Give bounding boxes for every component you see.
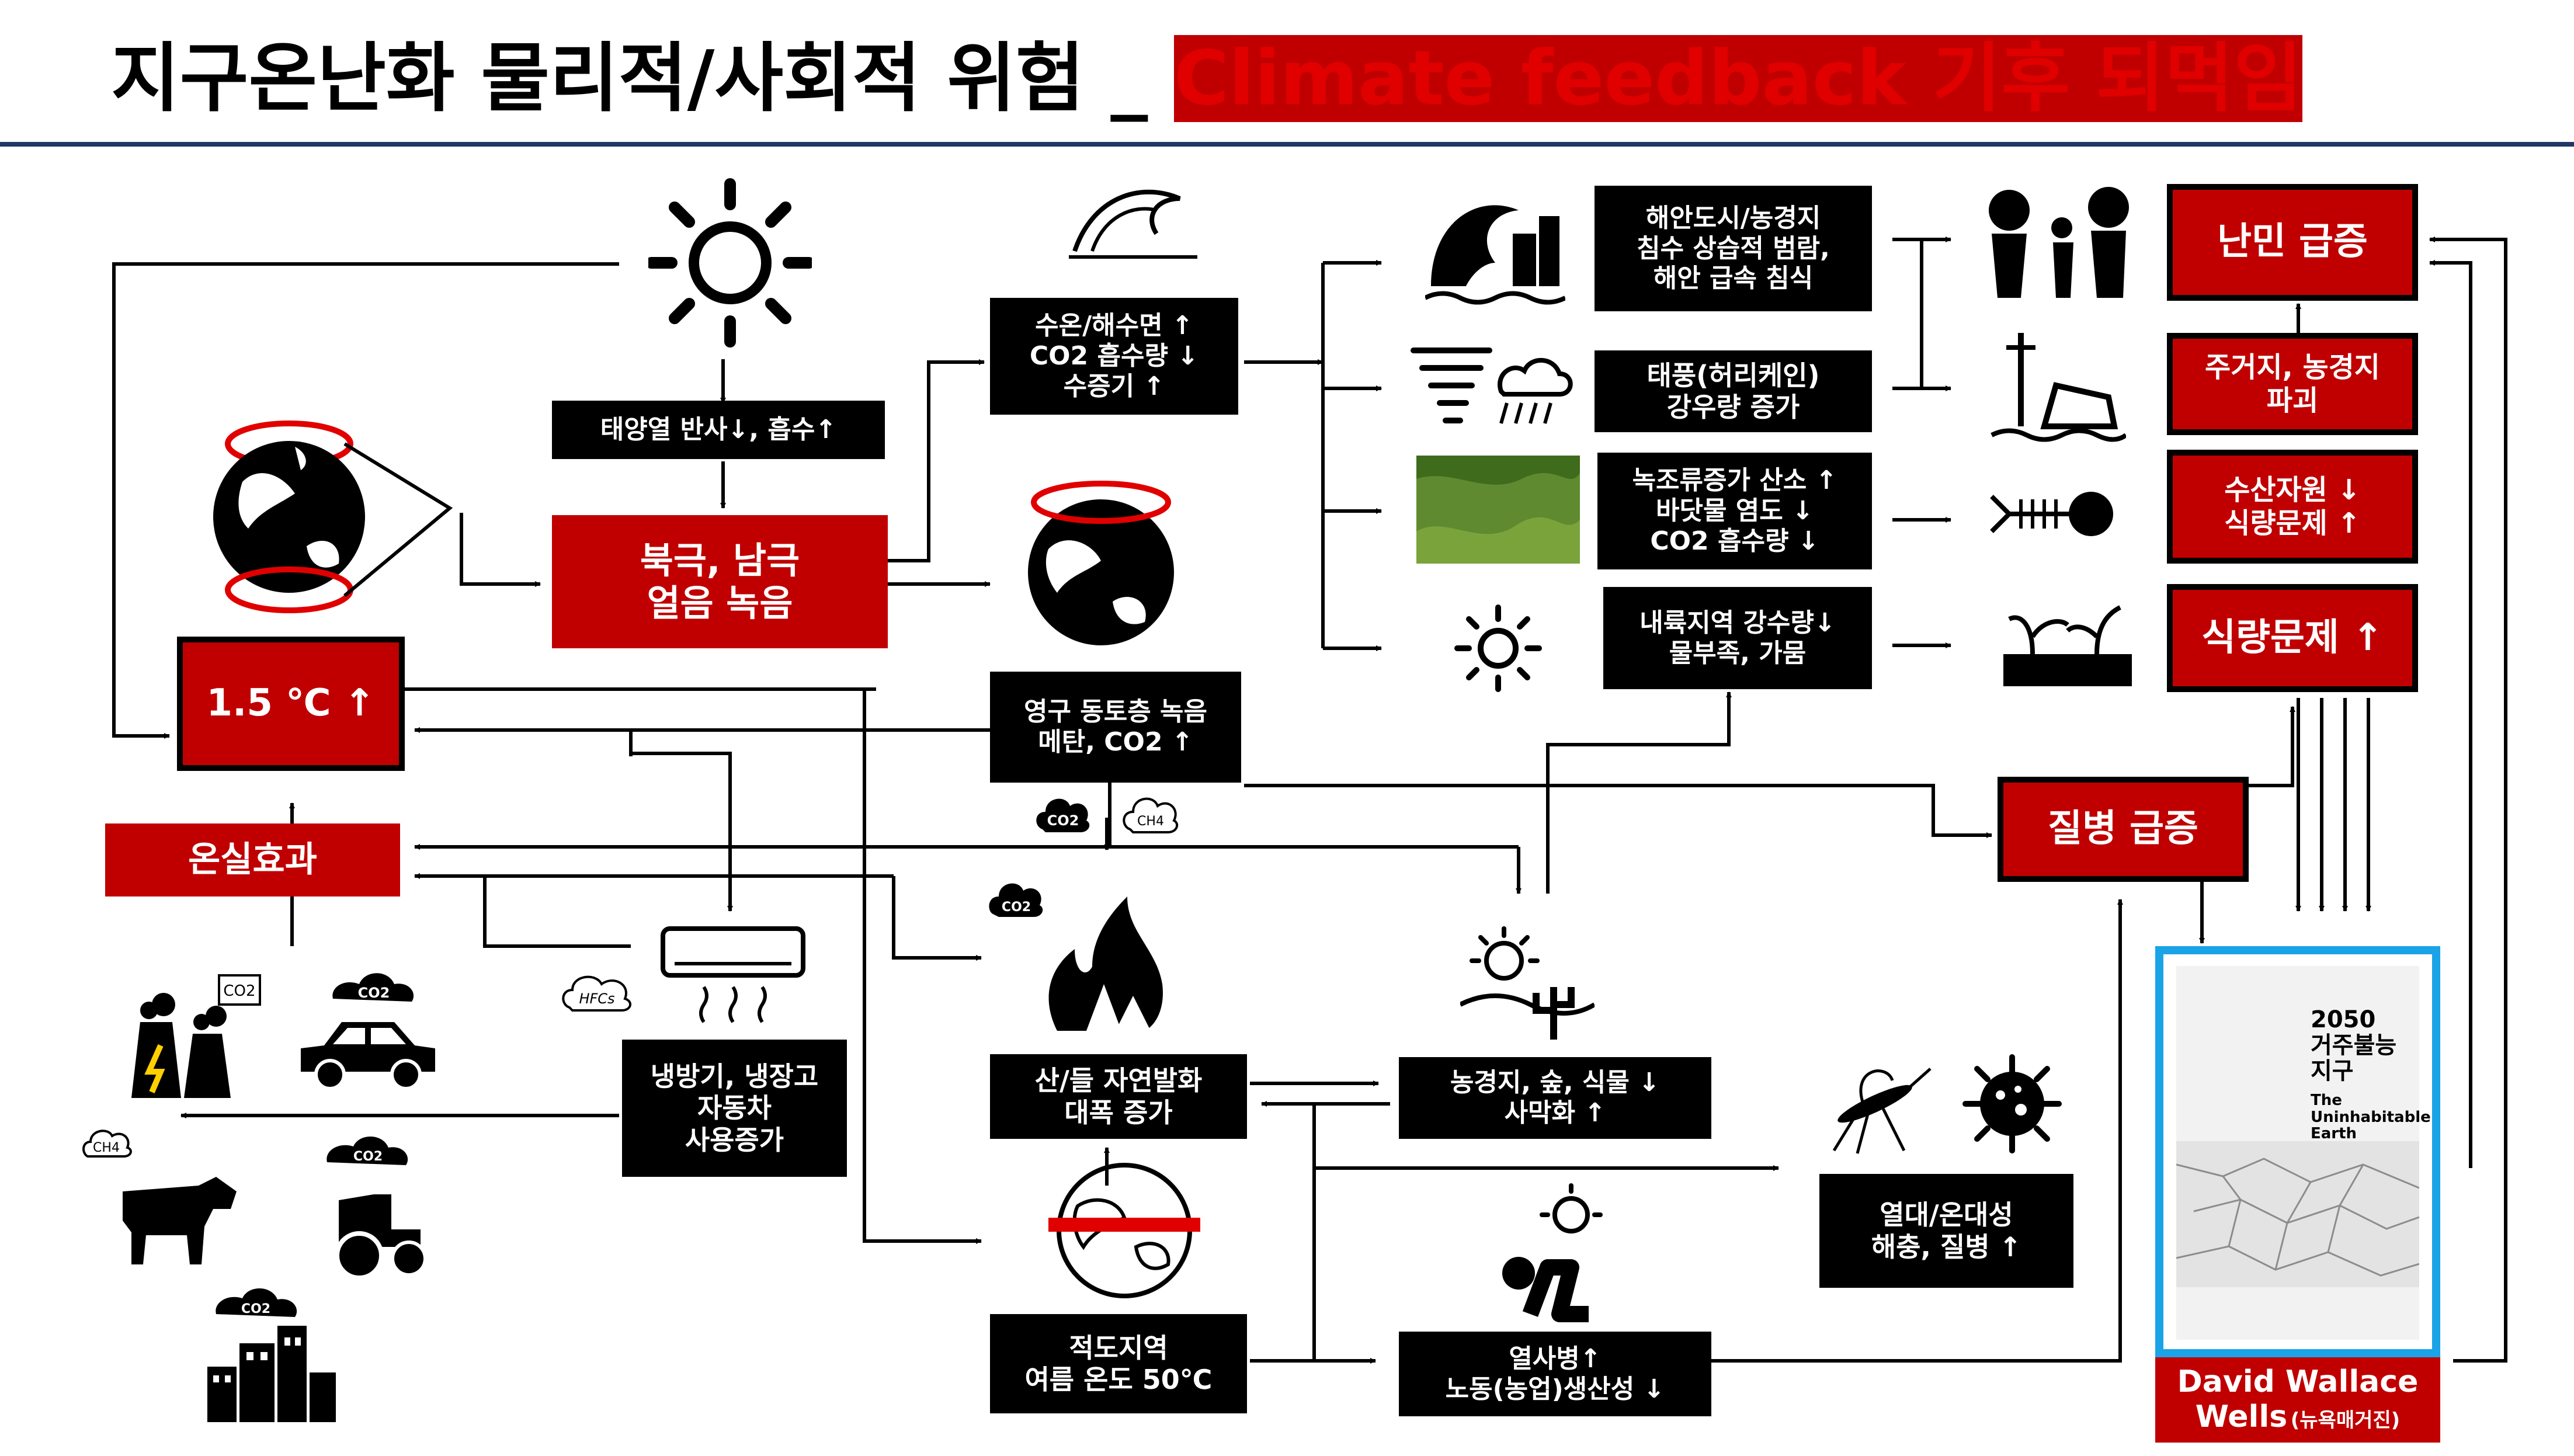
ch4-label: CH4 bbox=[1137, 814, 1164, 829]
ocean-box: 수온/해수면 ↑ CO2 흡수량 ↓ 수증기 ↑ bbox=[990, 298, 1238, 415]
tornado-icon bbox=[1411, 348, 1492, 423]
arrow-permafrost-disease bbox=[1244, 784, 1992, 838]
arrow-globe-polar bbox=[460, 513, 541, 587]
author-line1: David Wallace bbox=[2177, 1364, 2419, 1400]
book-title-ko: 2050 거주불능 지구 bbox=[2311, 1006, 2397, 1085]
book-author: David Wallace Wells (뉴욕매거진) bbox=[2155, 1357, 2440, 1443]
sun-icon bbox=[648, 178, 812, 348]
wildfire-box: 산/들 자연발화 대폭 증가 bbox=[990, 1054, 1247, 1139]
flood-house-icon bbox=[1991, 333, 2126, 442]
arrow-greenhouse-wildfire bbox=[892, 876, 982, 961]
arrow-book-refugee bbox=[2429, 237, 2507, 1363]
factory-icon: CO2 bbox=[131, 974, 261, 1098]
co2-label-city: CO2 bbox=[241, 1302, 270, 1316]
fishery-box: 수산자원 ↓ 식량문제 ↑ bbox=[2167, 450, 2418, 564]
ch4-cloud-icon: CH4 bbox=[1123, 797, 1179, 833]
zoom-lines bbox=[343, 442, 453, 597]
permafrost-box: 영구 동토층 녹음 메탄, CO2 ↑ bbox=[990, 672, 1241, 783]
arrow-to-food bbox=[2103, 706, 2295, 787]
heat-box: 열사병↑ 노동(농업)생산성 ↓ bbox=[1399, 1332, 1711, 1416]
tropical-box: 열대/온대성 해충, 질병 ↑ bbox=[1819, 1174, 2073, 1288]
co2-label-car: CO2 bbox=[358, 985, 390, 1001]
arrow-desert-drought bbox=[1546, 691, 1732, 894]
drought-box: 내륙지역 강수량↓ 물부족, 가뭄 bbox=[1603, 587, 1872, 689]
disease-box: 질병 급증 bbox=[1998, 777, 2249, 882]
arrow-sun-temp bbox=[112, 262, 619, 739]
arrow-right-refugee bbox=[2429, 260, 2472, 1168]
co2-label-fire: CO2 bbox=[1002, 900, 1031, 915]
virus-icon bbox=[1962, 1054, 2062, 1153]
arrow-heat-disease bbox=[1711, 899, 2123, 1363]
ch4-label-cow: CH4 bbox=[93, 1141, 120, 1155]
storm-cloud-icon bbox=[1498, 357, 1573, 424]
city-icon: CO2 bbox=[207, 1288, 336, 1422]
arrow-temp-equator bbox=[403, 687, 982, 1244]
polar-box: 북극, 남극 얼음 녹음 bbox=[552, 515, 888, 648]
greenhouse-box: 온실효과 bbox=[105, 823, 400, 896]
food-box: 식량문제 ↑ bbox=[2167, 584, 2418, 692]
drought-plant-icon bbox=[2003, 605, 2132, 686]
typhoon-box: 태풍(허리케인) 강우량 증가 bbox=[1595, 350, 1872, 432]
air-conditioner-icon bbox=[661, 926, 805, 1023]
co2-label-tractor: CO2 bbox=[353, 1149, 383, 1164]
title-rule bbox=[0, 142, 2574, 147]
wave-icon bbox=[1069, 189, 1197, 259]
author-line2: Wells bbox=[2195, 1399, 2288, 1434]
title-highlight: Climate feedback 기후 되먹임 bbox=[1173, 35, 2302, 122]
temp-box: 1.5 ℃ ↑ bbox=[177, 637, 405, 771]
line-greenhouse-ac bbox=[483, 876, 631, 948]
globe-icon bbox=[213, 421, 365, 613]
globe-ring-icon bbox=[1028, 481, 1174, 645]
arrow-polar-ocean bbox=[888, 359, 985, 562]
hot-globe-icon bbox=[1048, 1163, 1200, 1298]
coastal-box: 해안도시/농경지 침수 상습적 범람, 해안 급속 침식 bbox=[1595, 186, 1872, 311]
refugee-box: 난민 급증 bbox=[2167, 184, 2418, 301]
page-title: 지구온난화 물리적/사회적 위험 _ Climate feedback 기후 되… bbox=[111, 29, 2302, 128]
housing-box: 주거지, 농경지 파괴 bbox=[2167, 333, 2418, 435]
hfcs-cloud-icon: HFCs bbox=[562, 975, 631, 1012]
book-cover: 2050 거주불능 지구 The Uninhabitable Earth bbox=[2155, 946, 2440, 1357]
algae-box: 녹조류증가 산소 ↑ 바닷물 염도 ↓ CO2 흡수량 ↓ bbox=[1597, 453, 1872, 569]
desert-box: 농경지, 숲, 식물 ↓ 사막화 ↑ bbox=[1399, 1057, 1711, 1139]
desert-cactus-icon bbox=[1460, 926, 1595, 1040]
solar-box: 태양열 반사↓, 흡수↑ bbox=[552, 401, 885, 459]
heatstroke-person-icon bbox=[1502, 1183, 1603, 1322]
appliance-box: 냉방기, 냉장고 자동차 사용증가 bbox=[622, 1040, 847, 1177]
refugee-icon bbox=[1989, 187, 2129, 298]
book-cover-inner: 2050 거주불능 지구 The Uninhabitable Earth bbox=[2176, 966, 2431, 1340]
co2-cloud-icon: CO2 bbox=[1036, 798, 1090, 832]
equator-box: 적도지역 여름 온도 50℃ bbox=[990, 1314, 1247, 1413]
cow-icon: CH4 bbox=[82, 1130, 237, 1264]
tsunami-city-icon bbox=[1425, 205, 1565, 305]
hfcs-label: HFCs bbox=[579, 991, 614, 1007]
book-title-en: The Uninhabitable Earth bbox=[2311, 1092, 2431, 1143]
arrow-temp-ac bbox=[631, 752, 733, 912]
dead-fish-icon bbox=[1990, 492, 2113, 536]
algae-photo bbox=[1416, 456, 1580, 564]
co2-label-factory: CO2 bbox=[223, 982, 255, 1000]
car-icon: CO2 bbox=[301, 973, 435, 1090]
small-sun-icon bbox=[1454, 604, 1542, 692]
mosquito-icon bbox=[1832, 1068, 1932, 1154]
tractor-icon: CO2 bbox=[326, 1136, 427, 1280]
co2-label: CO2 bbox=[1047, 812, 1079, 829]
fire-forest-icon: CO2 bbox=[989, 883, 1163, 1031]
author-note: (뉴욕매거진) bbox=[2290, 1409, 2401, 1432]
title-main: 지구온난화 물리적/사회적 위험 _ bbox=[111, 35, 1174, 122]
cracked-earth-image bbox=[2176, 1141, 2419, 1287]
